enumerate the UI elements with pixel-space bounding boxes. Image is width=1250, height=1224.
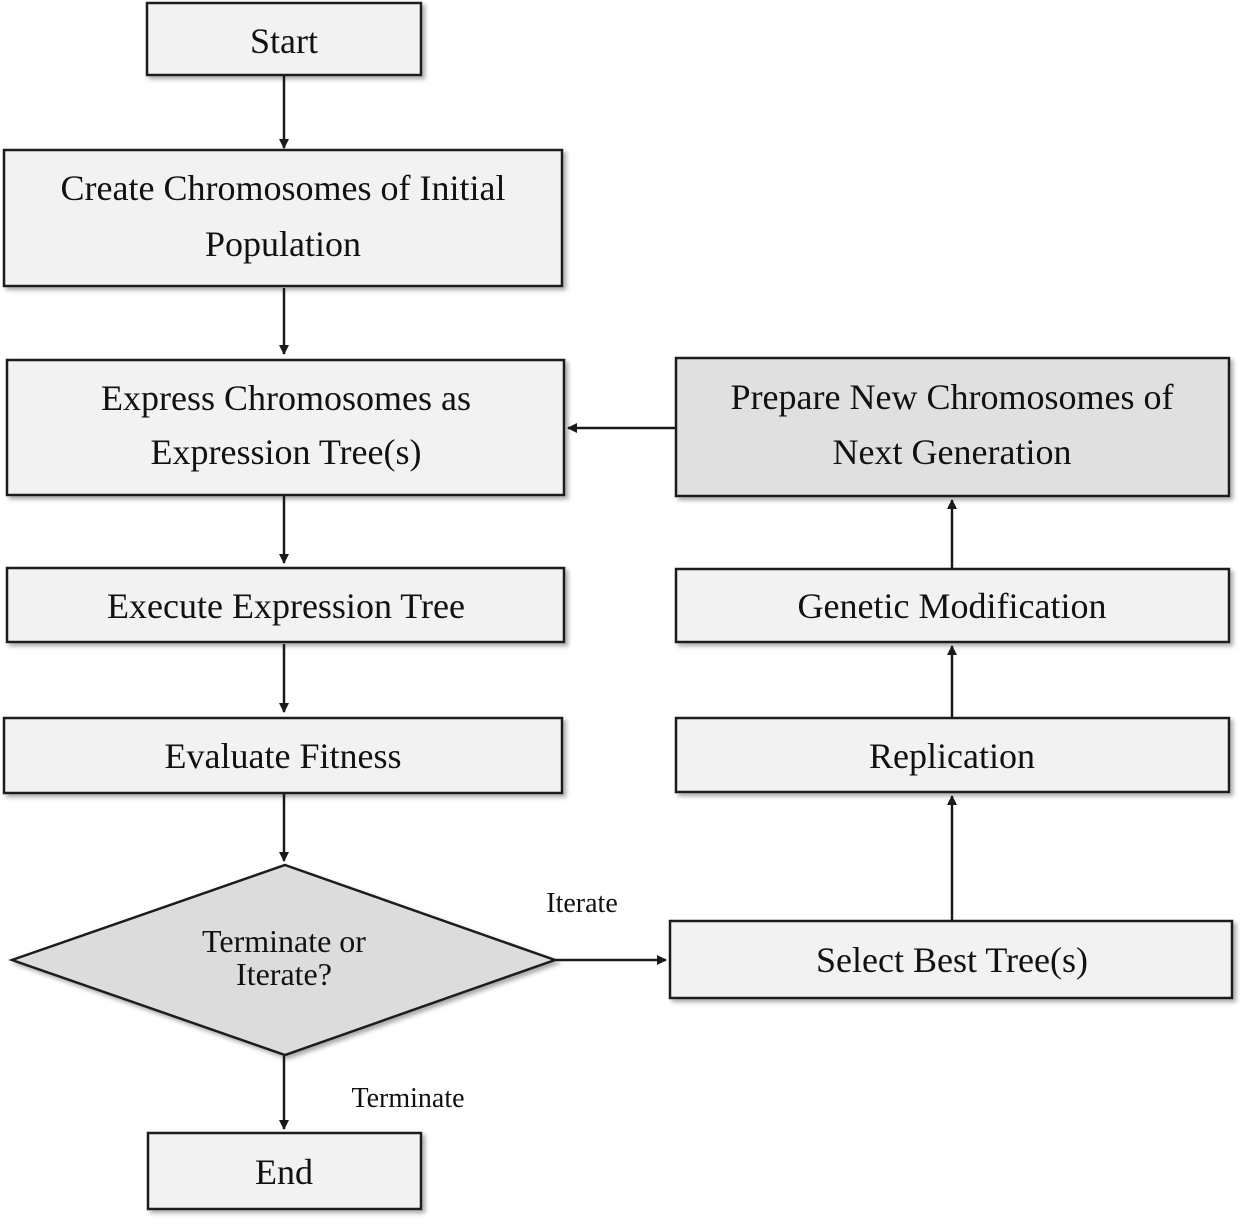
end-node: End (146, 1131, 423, 1211)
end-label: End (255, 1152, 313, 1192)
replication-node: Replication (674, 716, 1231, 794)
select-best-node: Select Best Tree(s) (668, 919, 1234, 1000)
express-chromosomes-node: Express Chromosomes as Expression Tree(s… (5, 358, 566, 497)
genetic-modification-node: Genetic Modification (674, 567, 1231, 644)
terminate-label: Terminate (351, 1083, 464, 1114)
iterate-label: Iterate (546, 888, 618, 919)
select-best-label: Select Best Tree(s) (816, 940, 1088, 980)
decision-line2: Iterate? (236, 956, 332, 992)
express-chromosomes-line2: Expression Tree(s) (151, 432, 422, 472)
express-chromosomes-line1: Express Chromosomes as (101, 378, 471, 418)
evaluate-fitness-node: Evaluate Fitness (2, 716, 564, 795)
genetic-modification-label: Genetic Modification (798, 586, 1107, 626)
start-label: Start (250, 21, 318, 61)
decision-node: Terminate or Iterate? (8, 863, 559, 1057)
create-chromosomes-line1: Create Chromosomes of Initial (61, 168, 506, 208)
create-chromosomes-line2: Population (205, 224, 361, 264)
prepare-chromosomes-node: Prepare New Chromosomes of Next Generati… (674, 356, 1231, 498)
execute-tree-node: Execute Expression Tree (5, 566, 566, 644)
evaluate-fitness-label: Evaluate Fitness (165, 736, 402, 776)
execute-tree-label: Execute Expression Tree (107, 586, 465, 626)
prepare-chromosomes-line2: Next Generation (833, 432, 1072, 472)
replication-label: Replication (869, 736, 1035, 776)
decision-line1: Terminate or (202, 923, 366, 959)
create-chromosomes-node: Create Chromosomes of Initial Population (2, 148, 564, 288)
start-node: Start (145, 1, 423, 77)
prepare-chromosomes-line1: Prepare New Chromosomes of (731, 377, 1174, 417)
